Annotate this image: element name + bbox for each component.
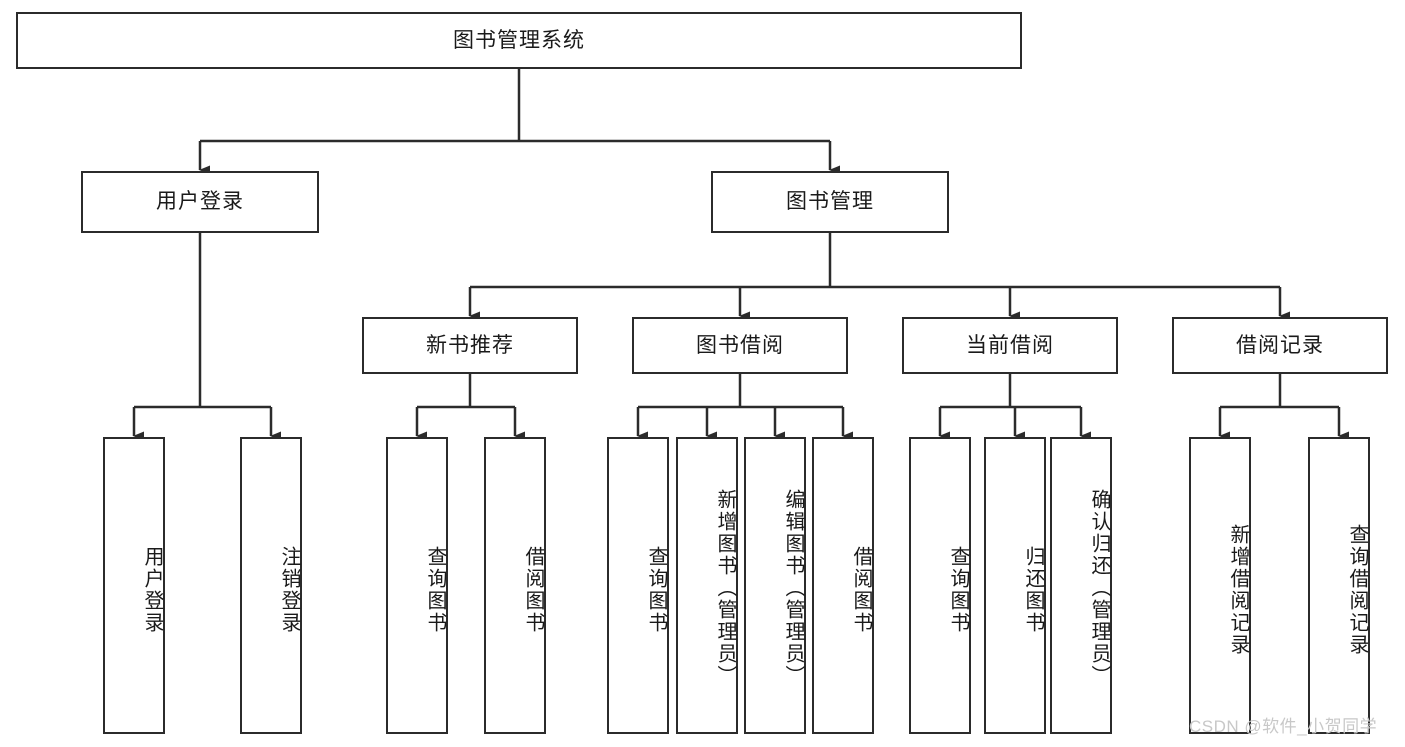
node-borrow-record[interactable]: 借阅记录 (1172, 317, 1388, 374)
node-current-borrow-label: 当前借阅 (966, 333, 1054, 357)
leaf-br-add-record[interactable]: 新增借阅记录 (1189, 437, 1251, 734)
watermark: CSDN @软件_小贺同学 (1189, 717, 1378, 736)
leaf-bb-edit-book[interactable]: 编辑图书（管理员） (744, 437, 806, 734)
leaf-br-query-record[interactable]: 查询借阅记录 (1308, 437, 1370, 734)
leaf-cb-confirm-return[interactable]: 确认归还（管理员） (1050, 437, 1112, 734)
node-book-borrow-label: 图书借阅 (696, 333, 784, 357)
leaf-user-logout[interactable]: 注销登录 (240, 437, 302, 734)
leaf-cb-return-book[interactable]: 归还图书 (984, 437, 1046, 734)
node-book-management-label: 图书管理 (786, 190, 874, 214)
leaf-rec-borrow-book[interactable]: 借阅图书 (484, 437, 546, 734)
leaf-cb-return-book-label: 归还图书 (1022, 545, 1044, 634)
leaf-rec-borrow-book-label: 借阅图书 (522, 545, 544, 634)
leaf-br-query-record-label: 查询借阅记录 (1346, 523, 1368, 656)
leaf-user-logout-label: 注销登录 (278, 545, 300, 634)
node-current-borrow[interactable]: 当前借阅 (902, 317, 1118, 374)
node-user-login-label: 用户登录 (156, 190, 244, 214)
leaf-rec-query-book-label: 查询图书 (424, 545, 446, 634)
node-root-label: 图书管理系统 (453, 28, 585, 52)
node-borrow-record-label: 借阅记录 (1236, 333, 1324, 357)
node-book-borrow[interactable]: 图书借阅 (632, 317, 848, 374)
leaf-rec-query-book[interactable]: 查询图书 (386, 437, 448, 734)
leaf-bb-borrow-book[interactable]: 借阅图书 (812, 437, 874, 734)
node-new-book-recommendation-label: 新书推荐 (426, 333, 514, 357)
leaf-cb-confirm-return-label: 确认归还（管理员） (1088, 488, 1110, 687)
leaf-bb-add-book[interactable]: 新增图书（管理员） (676, 437, 738, 734)
leaf-user-login-label: 用户登录 (141, 545, 163, 634)
leaf-bb-edit-book-label: 编辑图书（管理员） (782, 488, 804, 687)
node-book-management[interactable]: 图书管理 (711, 171, 949, 233)
leaf-bb-query-book[interactable]: 查询图书 (607, 437, 669, 734)
leaf-bb-add-book-label: 新增图书（管理员） (714, 488, 736, 687)
leaf-cb-query-book[interactable]: 查询图书 (909, 437, 971, 734)
leaf-br-add-record-label: 新增借阅记录 (1227, 523, 1249, 656)
leaf-cb-query-book-label: 查询图书 (947, 545, 969, 634)
node-user-login[interactable]: 用户登录 (81, 171, 319, 233)
leaf-user-login[interactable]: 用户登录 (103, 437, 165, 734)
node-new-book-recommendation[interactable]: 新书推荐 (362, 317, 578, 374)
leaf-bb-query-book-label: 查询图书 (645, 545, 667, 634)
leaf-bb-borrow-book-label: 借阅图书 (850, 545, 872, 634)
node-root[interactable]: 图书管理系统 (16, 12, 1022, 69)
